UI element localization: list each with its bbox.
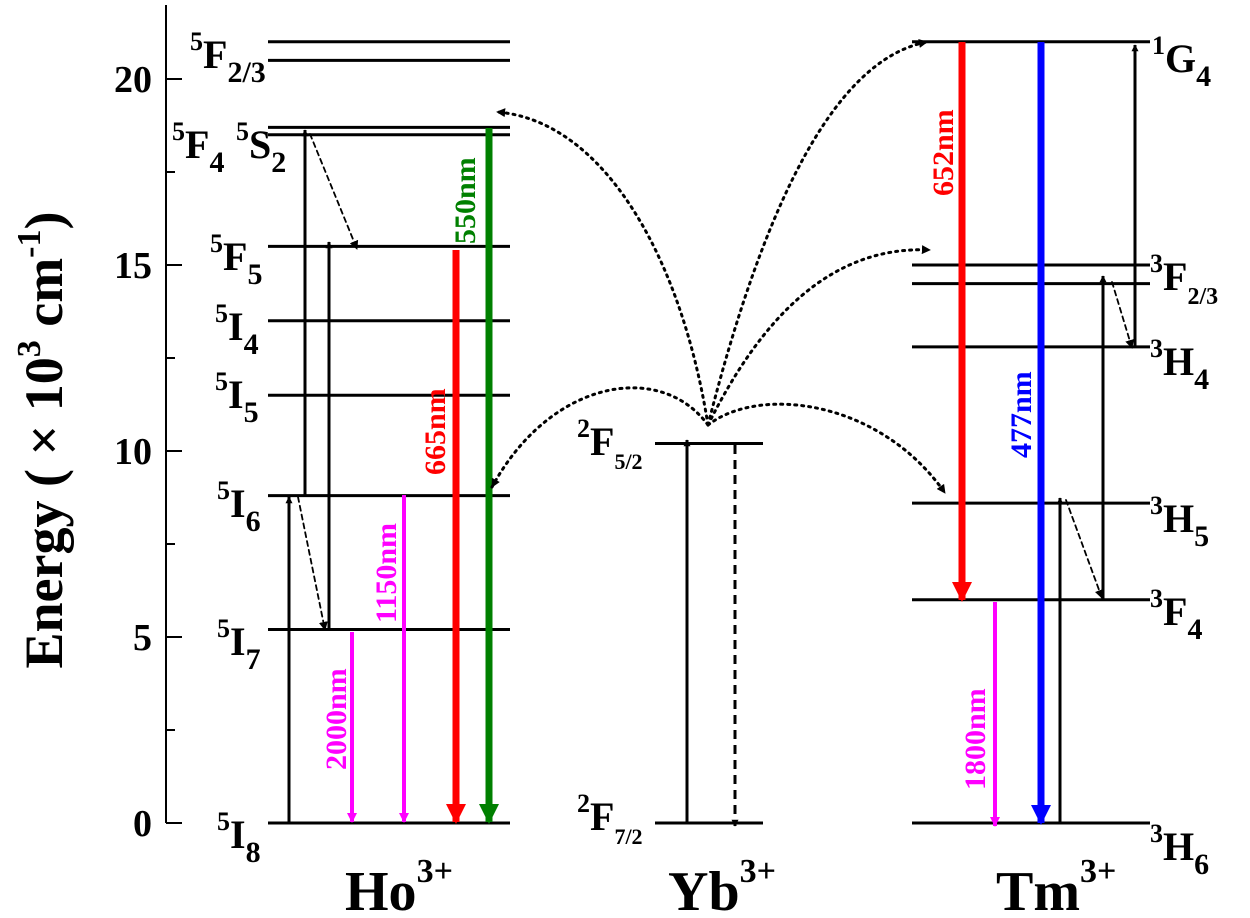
level-label-5I5: 5I5: [215, 367, 259, 429]
tm-relax-arrow-f23-h4: [1111, 281, 1134, 349]
level-label-3H5: 3H5: [1150, 491, 1209, 553]
ion-name-tm: Tm3+: [996, 853, 1116, 918]
y-axis-title-unit: cm: [14, 258, 74, 340]
dotted-transfer-arrows: [297, 39, 1134, 631]
y-axis-ticks: 0 5 10 15 20: [114, 59, 182, 845]
energy-transfer-arrow-yb-to-tm-g4: [706, 39, 929, 427]
y-axis-title: Energy ( × 103 cm-1): [11, 211, 74, 668]
level-label-5S2: 5S2: [236, 117, 286, 179]
y-axis-tick-label: 0: [133, 803, 152, 845]
emission-label-2000: 2000nm: [320, 668, 353, 770]
emission-label-652: 652nm: [927, 109, 960, 196]
y-axis-tick-label: 5: [133, 617, 152, 659]
ho-relax-arrow-s2-f5: [309, 133, 359, 250]
level-label-5I4: 5I4: [215, 299, 259, 361]
level-label-5I6: 5I6: [217, 476, 261, 538]
ion-name-yb: Yb3+: [668, 853, 776, 918]
level-label-3H6: 3H6: [1150, 819, 1209, 881]
energy-transfer-arrow-yb-to-ho-s2: [495, 108, 710, 427]
energy-transfer-arrow-yb-to-ho-i6: [490, 386, 710, 489]
y-axis-title-sup: 3: [11, 340, 48, 357]
emission-labels: 2000nm 1150nm 665nm 550nm 652nm 477nm 18…: [320, 109, 1038, 790]
y-axis-tick-label: 10: [114, 431, 152, 473]
energy-transfer-arrow-yb-to-tm-f2: [706, 245, 932, 427]
y-axis-tick-label: 15: [114, 245, 152, 287]
emission-label-665: 665nm: [419, 388, 452, 475]
ion-names: Ho3+ Yb3+ Tm3+: [345, 853, 1116, 918]
level-label-3F23: 3F2/3: [1150, 249, 1218, 310]
energy-transfer-arrow-yb-to-tm-h5: [706, 402, 947, 495]
level-label-2F72: 2F7/2: [577, 789, 643, 849]
y-axis-tick-label: 20: [114, 59, 152, 101]
level-label-1G4: 1G4: [1152, 31, 1211, 93]
y-axis-title-main: Energy ( × 10: [14, 357, 74, 668]
level-label-3F4: 3F4: [1150, 584, 1202, 646]
emission-label-1150: 1150nm: [370, 523, 403, 623]
emission-label-477: 477nm: [1005, 371, 1038, 458]
level-label-2F52: 2F5/2: [577, 414, 643, 474]
energy-levels: [268, 40, 1150, 825]
level-label-5I7: 5I7: [217, 614, 261, 676]
ion-name-ho: Ho3+: [345, 853, 453, 918]
level-label-5F23: 5F2/3: [190, 27, 266, 89]
level-label-5F4: 5F4: [172, 117, 224, 179]
transition-arrows: [285, 42, 1139, 827]
ho-relax-arrow-i6-i7: [297, 496, 328, 631]
tm-relax-arrow-h5-f4: [1065, 499, 1104, 599]
level-label-5F5: 5F5: [210, 229, 262, 291]
y-axis: 0 5 10 15 20 Energy ( × 103 cm-1): [11, 5, 182, 845]
level-label-3H4: 3H4: [1150, 334, 1209, 396]
emission-label-550: 550nm: [449, 157, 482, 244]
y-axis-title-close: ): [14, 211, 74, 229]
y-axis-title-unit-sup: -1: [11, 229, 48, 257]
emission-label-1800: 1800nm: [959, 688, 992, 790]
level-label-5I8: 5I8: [217, 807, 261, 869]
level-labels: 5I8 5I7 5I6 5I5 5I4 5F5 5S2 5F4 5F2/3 2F…: [172, 27, 1218, 881]
